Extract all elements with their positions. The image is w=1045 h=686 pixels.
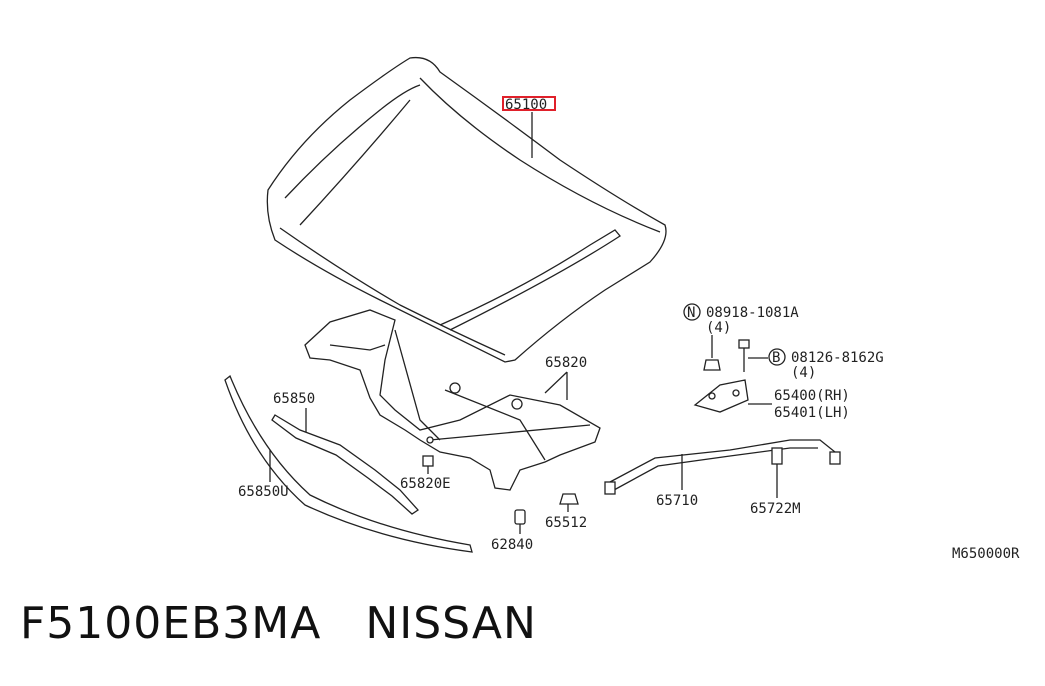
label-65512[interactable]: 65512 xyxy=(545,515,587,531)
nut-marker-icon xyxy=(683,303,701,321)
diagram-reference: M650000R xyxy=(952,546,1020,562)
footer-part-number: F5100EB3MA xyxy=(20,598,322,649)
label-65722m[interactable]: 65722M xyxy=(750,501,801,517)
bumper-62840 xyxy=(514,509,526,534)
seal-65850 xyxy=(271,408,419,515)
clip-65512 xyxy=(559,493,579,512)
label-65710[interactable]: 65710 xyxy=(656,493,698,509)
bolt-marker-icon xyxy=(768,348,786,366)
label-65850u[interactable]: 65850U xyxy=(238,484,289,500)
bolt-08126 xyxy=(738,339,768,372)
nut-08918 xyxy=(703,335,721,371)
label-bolt-qty: (4) xyxy=(791,365,816,381)
label-65100[interactable]: 65100 xyxy=(505,97,547,113)
label-65850[interactable]: 65850 xyxy=(273,391,315,407)
label-08126-8162g[interactable]: 08126-8162G xyxy=(791,350,884,366)
label-65820e[interactable]: 65820E xyxy=(400,476,451,492)
highlight-box xyxy=(502,96,556,111)
hood-panel xyxy=(266,56,667,363)
clip-65820e xyxy=(422,455,434,474)
hood-hinge xyxy=(693,379,772,413)
nut-marker-letter: N xyxy=(687,305,695,321)
hood-inner-frame xyxy=(304,309,601,491)
hood-rod-65710 xyxy=(604,439,841,495)
hood-seal-strip xyxy=(224,374,473,553)
label-nut-qty: (4) xyxy=(706,320,731,336)
footer-title: F5100EB3MA NISSAN xyxy=(20,598,537,649)
rod-holder-65722m xyxy=(771,447,783,498)
label-65401-lh[interactable]: 65401(LH) xyxy=(774,405,850,421)
label-65820[interactable]: 65820 xyxy=(545,355,587,371)
label-65400-rh[interactable]: 65400(RH) xyxy=(774,388,850,404)
footer-brand: NISSAN xyxy=(365,598,537,649)
bolt-marker-letter: B xyxy=(772,350,780,366)
label-08918-1081a[interactable]: 08918-1081A xyxy=(706,305,799,321)
label-62840[interactable]: 62840 xyxy=(491,537,533,553)
